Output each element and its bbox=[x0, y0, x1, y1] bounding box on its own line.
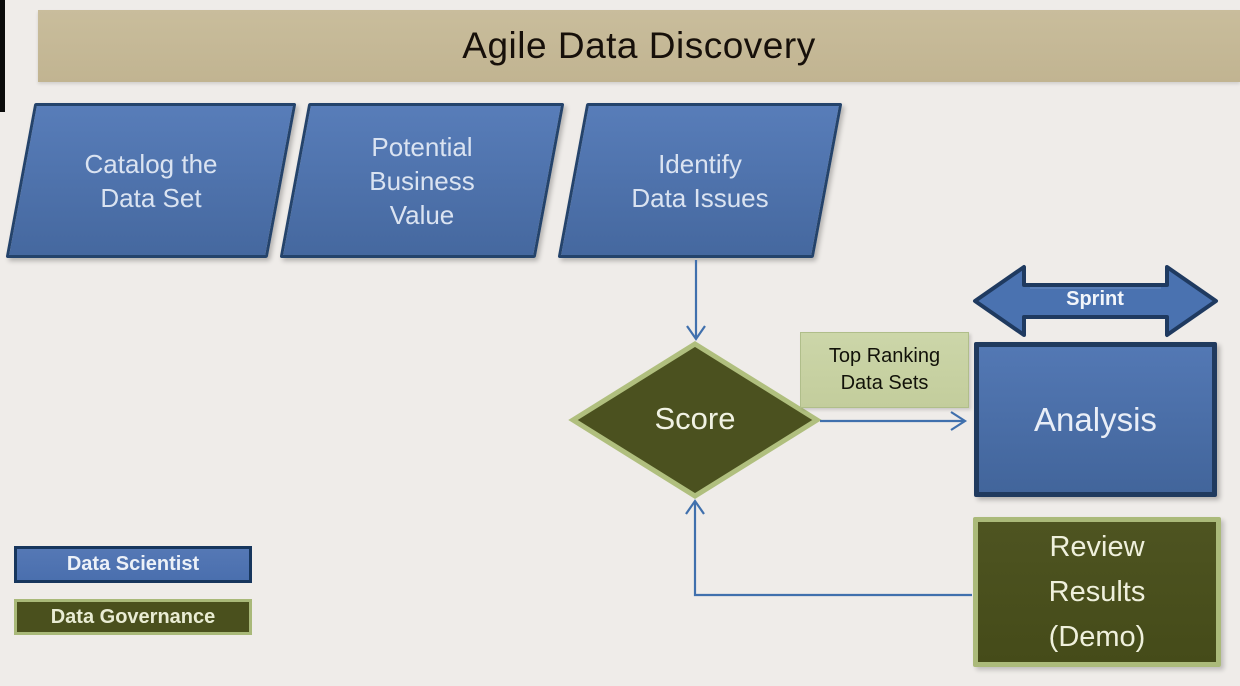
score-diamond-shape bbox=[568, 341, 822, 499]
node-label: Identify Data Issues bbox=[631, 148, 769, 213]
legend-label: Data Governance bbox=[50, 605, 216, 628]
node-label: Analysis bbox=[1034, 400, 1157, 438]
legend-label: Data Scientist bbox=[66, 553, 200, 575]
title-banner: Agile Data Discovery bbox=[38, 10, 1240, 82]
edge-review-to-score bbox=[685, 499, 972, 597]
node-review-results: Review Results (Demo) bbox=[973, 517, 1221, 667]
scan-artifact-strip bbox=[0, 0, 5, 112]
node-score-label: Score bbox=[654, 401, 736, 436]
edge-score-to-analysis bbox=[820, 411, 968, 431]
edge-identify-to-score bbox=[686, 260, 706, 341]
node-label: Catalog the Data Set bbox=[84, 148, 218, 213]
node-top-ranking-data-sets: Top Ranking Data Sets bbox=[800, 332, 969, 408]
sprint-arrow-label: Sprint bbox=[1066, 288, 1124, 310]
node-catalog-data-set: Catalog the Data Set bbox=[5, 103, 297, 258]
sprint-double-arrow-shape bbox=[973, 265, 1218, 337]
node-label: Potential Business Value bbox=[369, 131, 475, 230]
node-analysis: Analysis bbox=[974, 342, 1217, 497]
page-title: Agile Data Discovery bbox=[462, 25, 816, 66]
node-identify-data-issues: Identify Data Issues bbox=[557, 103, 843, 258]
node-potential-business-value: Potential Business Value bbox=[279, 103, 565, 258]
legend-data-scientist: Data Scientist bbox=[14, 546, 252, 583]
legend-data-governance: Data Governance bbox=[14, 599, 252, 635]
